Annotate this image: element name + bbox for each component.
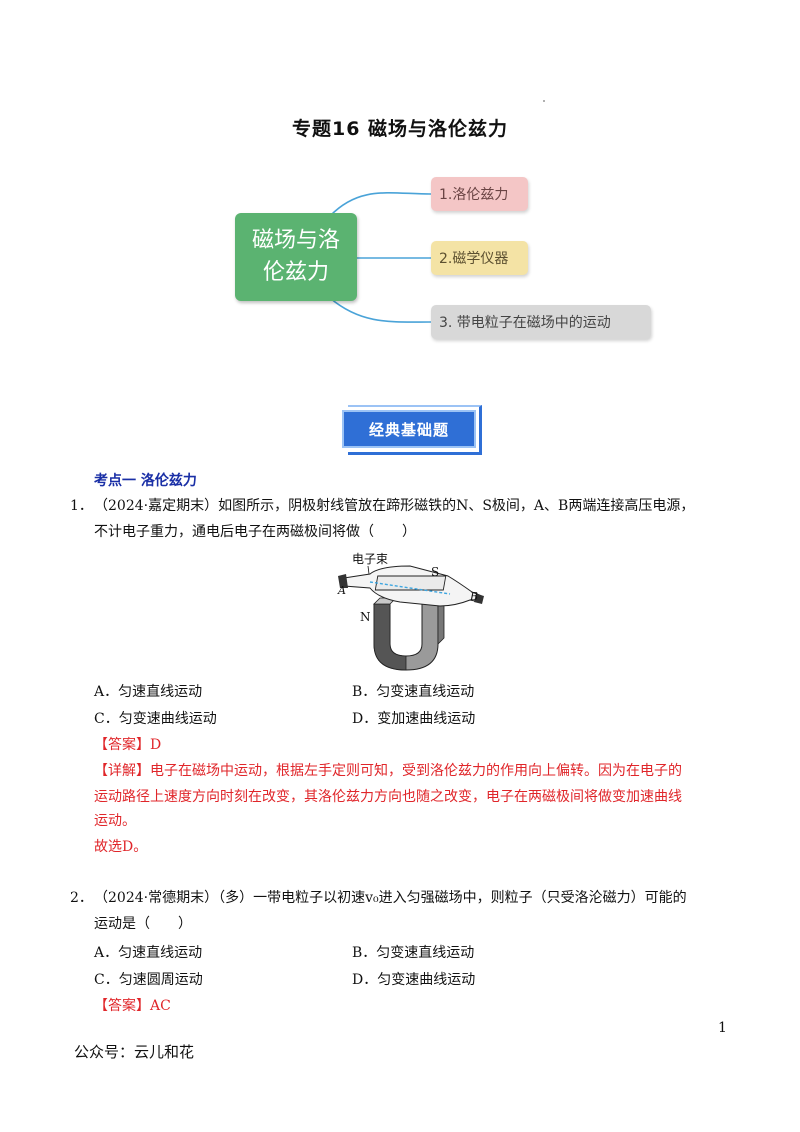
q2-option-d: D．匀变速曲线运动 [352, 972, 476, 988]
q1-detail-line3: 运动。 [94, 813, 136, 829]
q1-stem-line1: （2024·嘉定期末）如图所示，阴极射线管放在蹄形磁铁的N、S极间，A、B两端连… [94, 498, 695, 514]
label-s-pole: S [431, 565, 439, 579]
label-n-pole: N [360, 610, 371, 624]
mindmap-connectors [329, 191, 432, 323]
mindmap-center-line2: 伦兹力 [262, 260, 329, 285]
footer-account: 公众号：云儿和花 [74, 1043, 195, 1061]
q1-option-c: C．匀变速曲线运动 [94, 711, 217, 727]
mindmap-center-line1: 磁场与洛 [251, 228, 340, 253]
page-number: 1 [718, 1020, 727, 1036]
connector-3 [329, 297, 432, 323]
q1-detail-text: 电子在磁场中运动，根据左手定则可知，受到洛伦兹力的作用向上偏转。因为在电子的 [150, 763, 682, 779]
banner-shadow [348, 405, 482, 455]
q2-stem-line1: （2024·常德期末）（多）一带电粒子以初速v₀进入匀强磁场中，则粒子（只受洛沦… [94, 890, 687, 906]
q1-option-b: B．匀变速直线运动 [352, 684, 475, 700]
mindmap-center: 磁场与洛 伦兹力 [235, 213, 357, 301]
cathode-ray-tube-figure: 电子束 S N A B [337, 552, 484, 671]
banner-label: 经典基础题 [342, 410, 476, 448]
mindmap-branch-1: 1.洛伦兹力 [431, 177, 528, 211]
mindmap-branch-3: 3. 带电粒子在磁场中的运动 [431, 305, 651, 339]
q2-option-b: B．匀变速直线运动 [352, 945, 475, 961]
page-title: 专题16 磁场与洛伦兹力 [291, 118, 509, 140]
q1-detail-line2: 运动路径上速度方向时刻在改变，其洛伦兹力方向也随之改变，电子在两磁极间将做变加速… [94, 789, 682, 805]
mindmap-branch-2: 2.磁学仪器 [431, 241, 528, 275]
topic-heading: 考点一 洛伦兹力 [94, 473, 197, 489]
q1-stem-line2: 不计电子重力，通电后电子在两磁极间将做（ ） [94, 524, 416, 540]
section-banner: 经典基础题 [342, 405, 482, 455]
label-electron-beam: 电子束 [352, 552, 388, 566]
q1-detail-line1: 【详解】电子在磁场中运动，根据左手定则可知，受到洛伦兹力的作用向上偏转。因为在电… [94, 758, 682, 784]
q2-stem-line2: 运动是（ ） [94, 916, 192, 932]
label-b: B [469, 590, 478, 603]
q1-option-a: A．匀速直线运动 [94, 684, 203, 700]
q1-answer: 【答案】D [94, 737, 162, 753]
q2-option-c: C．匀速圆周运动 [94, 972, 203, 988]
q2-option-a: A．匀速直线运动 [94, 945, 203, 961]
label-a: A [337, 584, 346, 597]
q2-number: 2． [70, 890, 93, 906]
q1-conclusion: 故选D。 [94, 839, 148, 855]
speck [543, 100, 545, 102]
q1-number: 1． [70, 498, 93, 514]
q1-detail-label: 【详解】 [94, 763, 150, 779]
connector-1 [329, 191, 432, 217]
q2-answer: 【答案】AC [94, 998, 171, 1014]
q1-option-d: D．变加速曲线运动 [352, 711, 476, 727]
